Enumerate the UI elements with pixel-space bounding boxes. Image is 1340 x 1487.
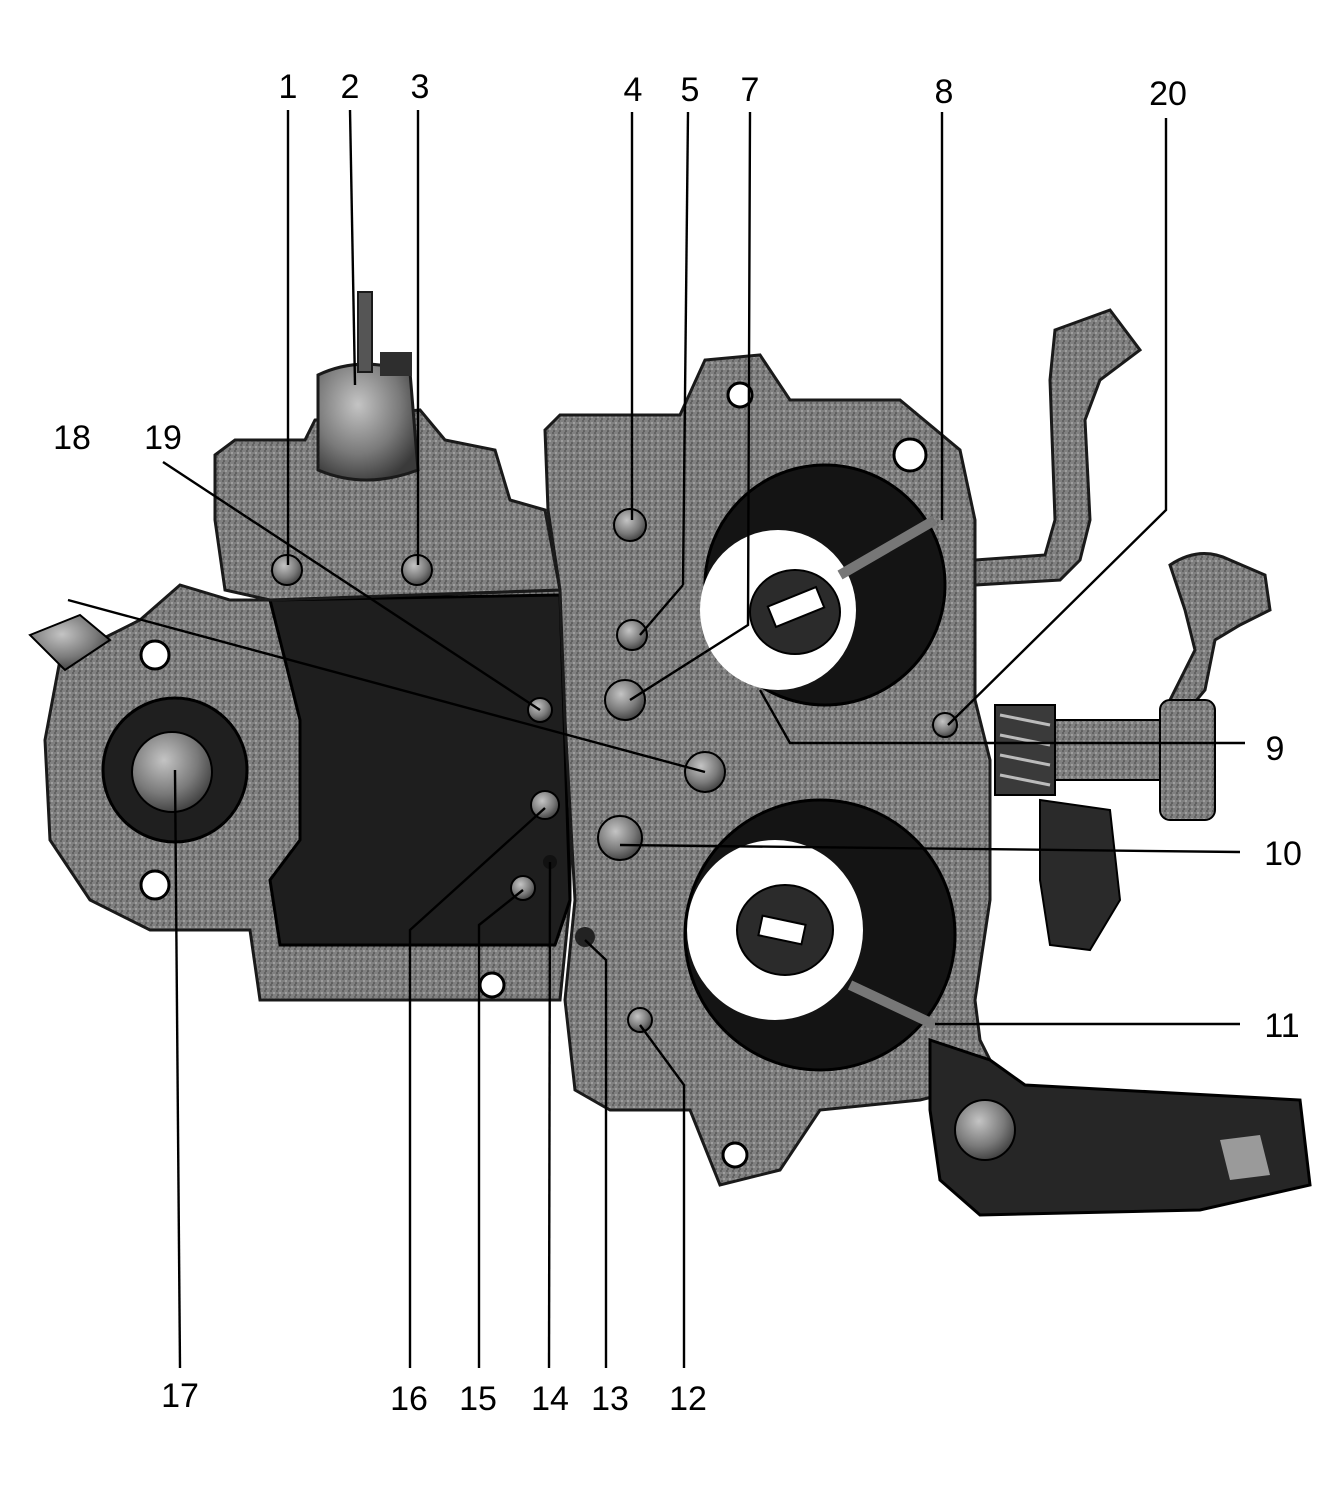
leader-10 xyxy=(619,843,1241,854)
mounting-hole xyxy=(721,1141,749,1169)
callout-1: 1 xyxy=(279,68,298,106)
callout-16: 16 xyxy=(390,1380,428,1418)
leader-17 xyxy=(173,769,182,1369)
callout-9: 9 xyxy=(1266,730,1285,768)
leader-5b xyxy=(639,584,684,636)
leader-13 xyxy=(584,939,608,1368)
leader-7 xyxy=(629,111,752,702)
callout-20: 20 xyxy=(1149,75,1187,113)
callout-19: 19 xyxy=(144,419,182,457)
mounting-hole xyxy=(478,971,506,999)
mounting-hole xyxy=(726,381,754,409)
callout-12: 12 xyxy=(669,1380,707,1418)
idle-cutoff-nut xyxy=(131,731,213,813)
mounting-hole xyxy=(139,639,171,671)
fuel-inlet-tube xyxy=(28,613,112,672)
callout-7: 7 xyxy=(741,71,760,109)
callout-2: 2 xyxy=(341,68,360,106)
callout-17: 17 xyxy=(161,1377,199,1415)
lever-tip xyxy=(1220,1135,1270,1180)
leader-15 xyxy=(477,889,524,1368)
leader-5 xyxy=(681,111,690,586)
carburetor-body xyxy=(28,291,1312,1217)
callout-4: 4 xyxy=(624,71,643,109)
mounting-hole xyxy=(892,437,928,473)
leader-14 xyxy=(547,861,552,1369)
leader-9 xyxy=(758,689,1245,745)
solenoid-cylinder xyxy=(316,362,420,482)
linkage-rod xyxy=(1168,552,1272,723)
callout-18: 18 xyxy=(53,419,91,457)
leader-2 xyxy=(348,109,357,386)
callout-11: 11 xyxy=(1264,1007,1299,1045)
return-spring xyxy=(994,699,1216,821)
lever-pivot xyxy=(954,1099,1016,1161)
callout-10: 10 xyxy=(1264,835,1302,873)
leader-19 xyxy=(162,460,541,712)
callout-8: 8 xyxy=(935,73,954,111)
leader-18 xyxy=(67,598,706,774)
callout-5: 5 xyxy=(681,71,700,109)
callout-labels: 1 2 3 4 5 7 8 20 18 19 9 10 11 17 16 15 … xyxy=(53,68,1302,1418)
callout-14: 14 xyxy=(531,1380,569,1418)
lower-throttle-shaft xyxy=(757,914,807,946)
throttle-lever-lower xyxy=(928,1037,1312,1217)
upper-throttle-shaft xyxy=(766,585,826,629)
leader-16 xyxy=(408,807,546,1368)
mounting-hole xyxy=(139,869,171,901)
solenoid-terminal xyxy=(357,291,373,373)
solenoid-cap xyxy=(380,352,412,376)
lower-bracket xyxy=(1039,798,1122,952)
callout-13: 13 xyxy=(591,1380,629,1418)
callout-15: 15 xyxy=(459,1380,497,1418)
throttle-bracket-upper xyxy=(973,308,1143,587)
callout-3: 3 xyxy=(411,68,430,106)
leader-20 xyxy=(947,118,1168,726)
leader-12 xyxy=(639,1024,686,1368)
lower-throttle-lever xyxy=(847,980,938,1030)
upper-throttle-lever xyxy=(837,515,938,580)
leader-lines xyxy=(67,109,1245,1369)
